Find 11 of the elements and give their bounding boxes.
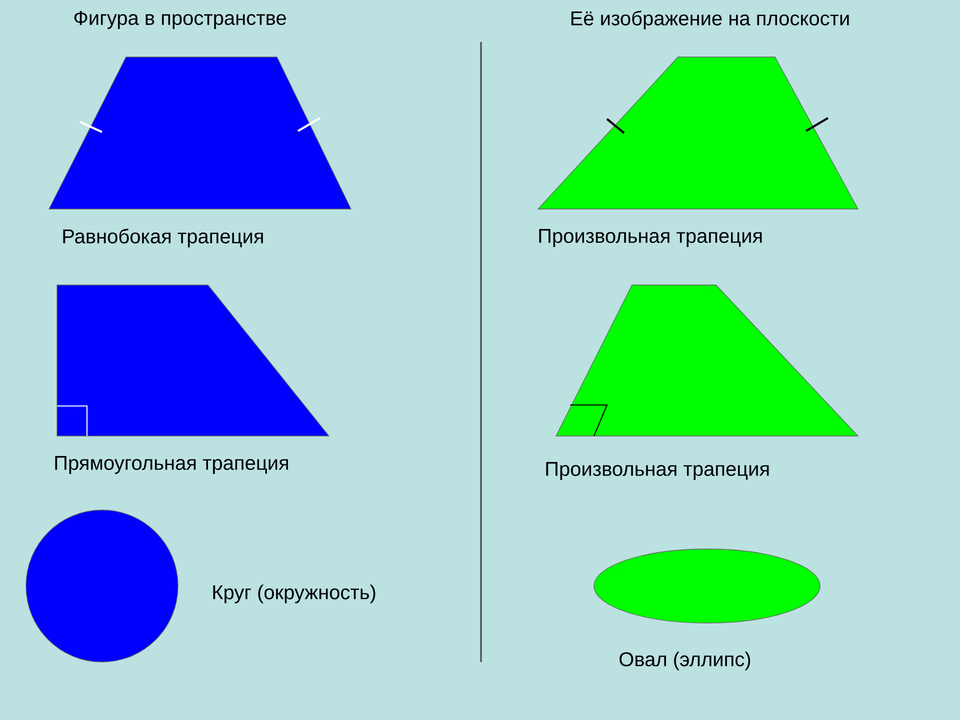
shape-label: Равнобокая трапеция <box>63 228 263 248</box>
circle <box>26 510 178 662</box>
column-heading: Её изображение на плоскости <box>571 10 849 30</box>
ellipse <box>594 548 820 624</box>
shape-label: Произвольная трапеция <box>539 229 762 247</box>
shape-label: Прямоугольная трапеция <box>55 456 288 474</box>
shape-label: Произвольная трапеция <box>546 462 769 480</box>
shape-label: Круг (окружность) <box>213 584 376 604</box>
shape-label: Овал (эллипс) <box>620 652 750 670</box>
trapezoid <box>56 284 330 436</box>
column-heading: Фигура в пространстве <box>74 11 286 29</box>
